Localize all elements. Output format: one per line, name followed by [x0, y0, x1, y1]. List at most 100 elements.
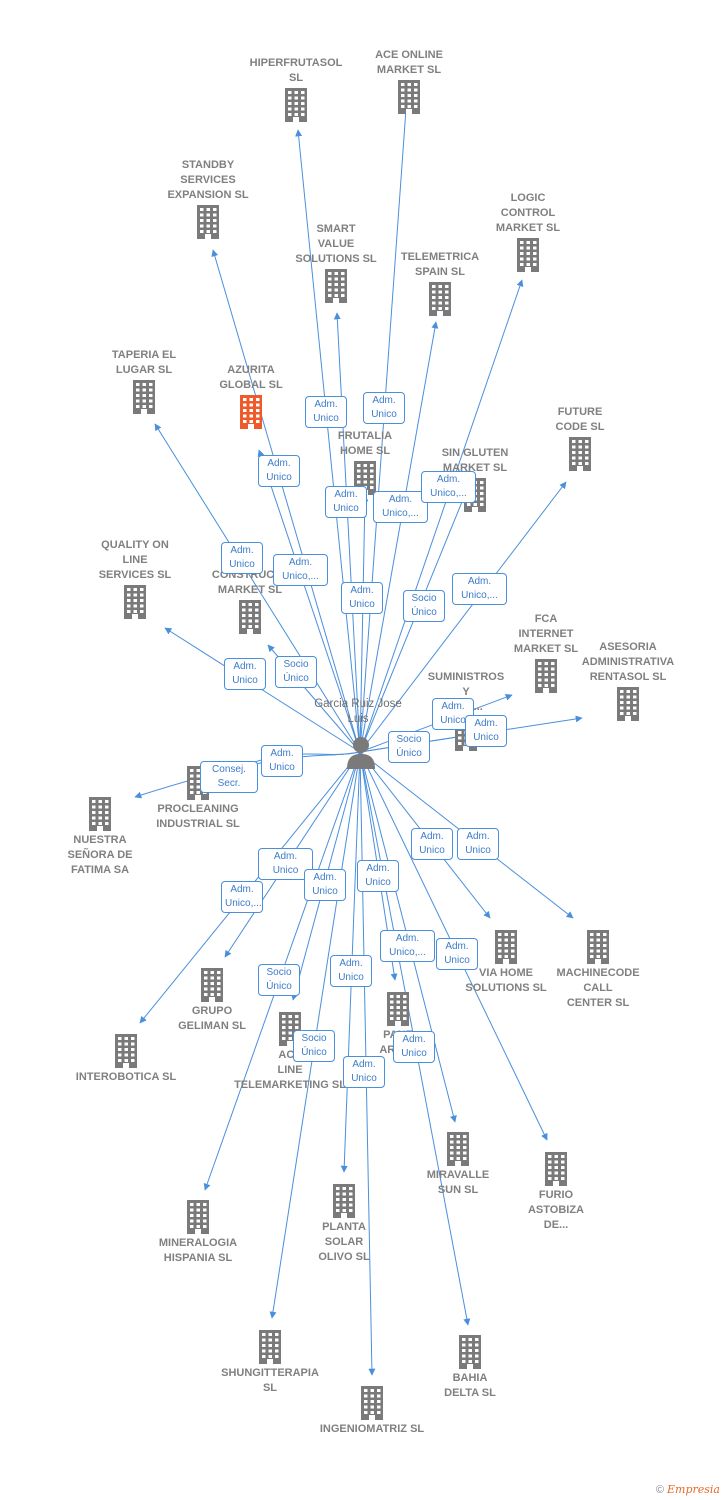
relation-badge[interactable]: Adm. Unico: [258, 455, 300, 487]
company-node-interobotica[interactable]: INTEROBOTICA SL: [61, 1032, 191, 1085]
company-node-ingeniomatriz[interactable]: INGENIOMATRIZ SL: [307, 1384, 437, 1437]
company-node-bahia-delta[interactable]: BAHIA DELTA SL: [405, 1333, 535, 1401]
relation-badge[interactable]: Adm. Unico: [304, 869, 346, 901]
relation-edge: [211, 249, 361, 753]
relation-edge: [359, 279, 524, 753]
relation-edge: [359, 494, 369, 753]
footer-brand: © Empresia: [656, 1483, 720, 1496]
relation-badge[interactable]: Socio Único: [403, 590, 445, 622]
company-node-via-home[interactable]: VIA HOME SOLUTIONS SL: [441, 928, 571, 996]
relation-badge[interactable]: Socio Único: [388, 731, 430, 763]
building-icon: [569, 437, 591, 471]
relation-badge[interactable]: Consej. Secr.: [200, 761, 258, 793]
relation-badge[interactable]: Socio Único: [293, 1030, 335, 1062]
building-icon: [239, 600, 261, 634]
company-node-shungitterapia[interactable]: SHUNGITTERAPIA SL: [205, 1328, 335, 1396]
relation-badge[interactable]: Adm. Unico: [363, 392, 405, 424]
building-icon: [429, 282, 451, 316]
relation-badge[interactable]: Adm. Unico: [224, 658, 266, 690]
relation-badge[interactable]: Adm. Unico: [330, 955, 372, 987]
relation-edge: [295, 129, 361, 753]
company-node-logic-control[interactable]: LOGIC CONTROL MARKET SL: [463, 191, 593, 274]
company-node-planta-solar[interactable]: PLANTA SOLAR OLIVO SL: [279, 1182, 409, 1265]
company-node-telemetrica[interactable]: TELEMETRICA SPAIN SL: [375, 250, 505, 318]
company-node-hiperfrutasol[interactable]: HIPERFRUTASOL SL: [231, 56, 361, 124]
building-icon: [495, 930, 517, 964]
relation-edge: [154, 423, 361, 753]
building-icon: [459, 1335, 481, 1369]
company-node-asesoria[interactable]: ASESORIA ADMINISTRATIVA RENTASOL SL: [563, 640, 693, 723]
relation-badge[interactable]: Adm. Unico: [325, 486, 367, 518]
company-label: TELEMETRICA SPAIN SL: [400, 251, 480, 278]
company-node-mineralogia[interactable]: MINERALOGIA HISPANIA SL: [133, 1198, 263, 1266]
company-node-standby[interactable]: STANDBY SERVICES EXPANSION SL: [143, 158, 273, 241]
company-label: SHUNGITTERAPIA SL: [221, 1367, 319, 1394]
relation-badge[interactable]: Adm. Unico: [411, 828, 453, 860]
building-icon: [89, 797, 111, 831]
building-icon: [187, 1200, 209, 1234]
company-label: MINERALOGIA HISPANIA SL: [158, 1237, 238, 1264]
relation-badge[interactable]: Socio Único: [275, 656, 317, 688]
building-icon: [115, 1034, 137, 1068]
relation-badge[interactable]: Adm. Unico: [465, 715, 507, 747]
relation-badge[interactable]: Adm. Unico: [341, 582, 383, 614]
company-node-nuestra-senora[interactable]: NUESTRA SEÑORA DE FATIMA SA: [35, 795, 165, 878]
company-label: PROCLEANING INDUSTRIAL SL: [156, 803, 240, 830]
company-node-frutalia[interactable]: FRUTALIA HOME SL: [300, 429, 430, 497]
company-node-construct[interactable]: CONSTRUCTA MARKET SL: [185, 568, 315, 636]
building-icon: [587, 930, 609, 964]
relation-edge: [333, 312, 361, 753]
relation-edge: [257, 449, 361, 753]
company-node-grupo-geliman[interactable]: GRUPO GELIMAN SL: [147, 966, 277, 1034]
company-label: SIN GLUTEN MARKET SL: [441, 447, 509, 474]
relation-badge[interactable]: Adm. Unico: [457, 828, 499, 860]
company-node-smart-value[interactable]: SMART VALUE SOLUTIONS SL: [271, 222, 401, 305]
relation-badge[interactable]: Adm. Unico: [305, 396, 347, 428]
brand-logo: Empresia: [667, 1483, 720, 1496]
company-node-quality-online[interactable]: QUALITY ON LINE SERVICES SL: [70, 538, 200, 621]
company-node-fca-internet[interactable]: FCA INTERNET MARKET SL: [481, 612, 611, 695]
relation-badge[interactable]: Adm. Unico: [436, 938, 478, 970]
relation-badge[interactable]: Socio Único: [258, 964, 300, 996]
relation-badge[interactable]: Adm. Unico,...: [373, 491, 428, 523]
relation-badge[interactable]: Adm. Unico: [258, 848, 313, 880]
company-label: SMART VALUE SOLUTIONS SL: [295, 223, 377, 265]
relation-badge[interactable]: Adm. Unico: [357, 860, 399, 892]
relation-badge[interactable]: Adm. Unico,...: [273, 554, 328, 586]
person-icon: [347, 737, 375, 769]
relation-badge[interactable]: Adm. Unico: [393, 1031, 435, 1063]
relation-edge: [359, 481, 567, 753]
company-node-miravalle[interactable]: MIRAVALLE SUN SL: [393, 1130, 523, 1198]
relation-badge[interactable]: Adm. Unico: [261, 745, 303, 777]
company-node-taperia[interactable]: TAPERIA EL LUGAR SL: [79, 348, 209, 416]
building-icon: [447, 1132, 469, 1166]
company-node-furio[interactable]: FURIO ASTOBIZA DE...: [491, 1150, 621, 1233]
relation-badge[interactable]: Adm. Unico,...: [380, 930, 435, 962]
building-icon: [133, 380, 155, 414]
building-icon: [333, 1184, 355, 1218]
building-icon: [361, 1386, 383, 1420]
company-label: AZURITA GLOBAL SL: [219, 364, 283, 391]
company-node-machinecode[interactable]: MACHINECODE CALL CENTER SL: [533, 928, 663, 1011]
company-label: ACE LINE TELEMARKETING SL: [234, 1049, 346, 1091]
company-node-azurita[interactable]: AZURITA GLOBAL SL: [186, 363, 316, 431]
company-label: CONSTRUCTA MARKET SL: [211, 569, 289, 596]
building-icon: [325, 269, 347, 303]
company-node-ace-online-market[interactable]: ACE ONLINE MARKET SL: [344, 48, 474, 116]
company-label: VIA HOME SOLUTIONS SL: [465, 967, 547, 994]
center-person[interactable]: [345, 735, 377, 769]
relation-edge: [359, 321, 439, 753]
company-label: GRUPO GELIMAN SL: [178, 1005, 246, 1032]
relation-badge[interactable]: Adm. Unico,...: [221, 881, 263, 913]
relation-badge[interactable]: Adm. Unico: [221, 542, 263, 574]
company-label: BAHIA DELTA SL: [444, 1372, 496, 1399]
relation-badge[interactable]: Adm. Unico,...: [452, 573, 507, 605]
building-icon: [617, 687, 639, 721]
copyright-icon: ©: [655, 1484, 664, 1496]
relation-badge[interactable]: Adm. Unico: [343, 1056, 385, 1088]
company-label: LOGIC CONTROL MARKET SL: [495, 192, 561, 234]
relation-badge[interactable]: Adm. Unico,...: [421, 471, 476, 503]
company-node-future-code[interactable]: FUTURE CODE SL: [515, 405, 645, 473]
company-label: STANDBY SERVICES EXPANSION SL: [167, 159, 249, 201]
building-icon: [197, 205, 219, 239]
